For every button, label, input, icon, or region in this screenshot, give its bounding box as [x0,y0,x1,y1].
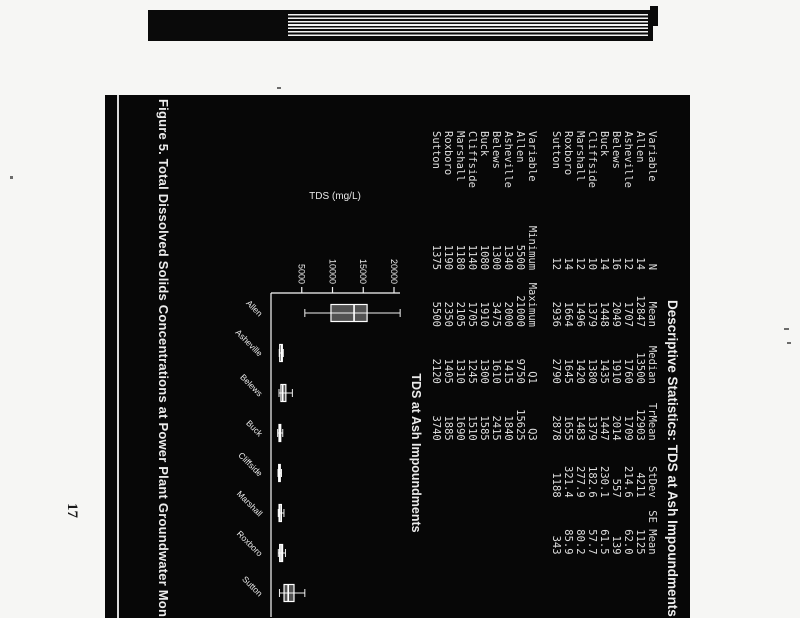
boxplot-svg: TDS at Ash Impoundments 5000 10000 15000 200… [234,191,423,617]
category-label: Asheville [234,327,265,358]
scan-speck-2 [277,87,281,89]
category-label: Marshall [235,489,265,519]
y-tick-label: 15000 [358,259,368,284]
category-label: Buck [244,418,265,439]
scan-speck-3 [784,328,789,330]
stats-table: Variable N Mean Median TrMean StDev SE M… [430,131,658,555]
box [283,583,295,603]
category-label: Allen [244,298,265,319]
scan-edge-hairline [117,95,119,618]
scan-region: Descriptive Statistics: TDS at Ash Impou… [105,95,690,618]
category-label: Belews [238,372,264,398]
y-tick-label: 10000 [328,259,338,284]
y-tick-label: 5000 [297,264,307,284]
y-axis-label: TDS (mg/L) [309,191,361,202]
category-label: Cliffside [236,450,265,479]
stats-heading: Descriptive Statistics: TDS at Ash Impou… [665,300,680,617]
scan-artifact-nub [650,6,658,26]
scan-speck-1 [10,176,13,179]
category-label: Roxboro [235,529,265,559]
scan-streaks [288,14,648,37]
chart-title: TDS at Ash Impoundments [409,373,423,532]
figure-caption: Figure 5. Total Dissolved Solids Concent… [156,99,171,618]
scan-speck-4 [787,342,791,344]
rotated-page-content: Descriptive Statistics: TDS at Ash Impou… [105,95,690,618]
y-tick-label: 20000 [389,259,399,284]
scan-artifact-topbar [148,10,653,41]
page-number: 17 [64,503,80,518]
boxplot-chart: TDS at Ash Impoundments 5000 10000 15000 200… [228,183,428,618]
box [330,303,368,323]
category-label: Sutton [240,574,265,599]
